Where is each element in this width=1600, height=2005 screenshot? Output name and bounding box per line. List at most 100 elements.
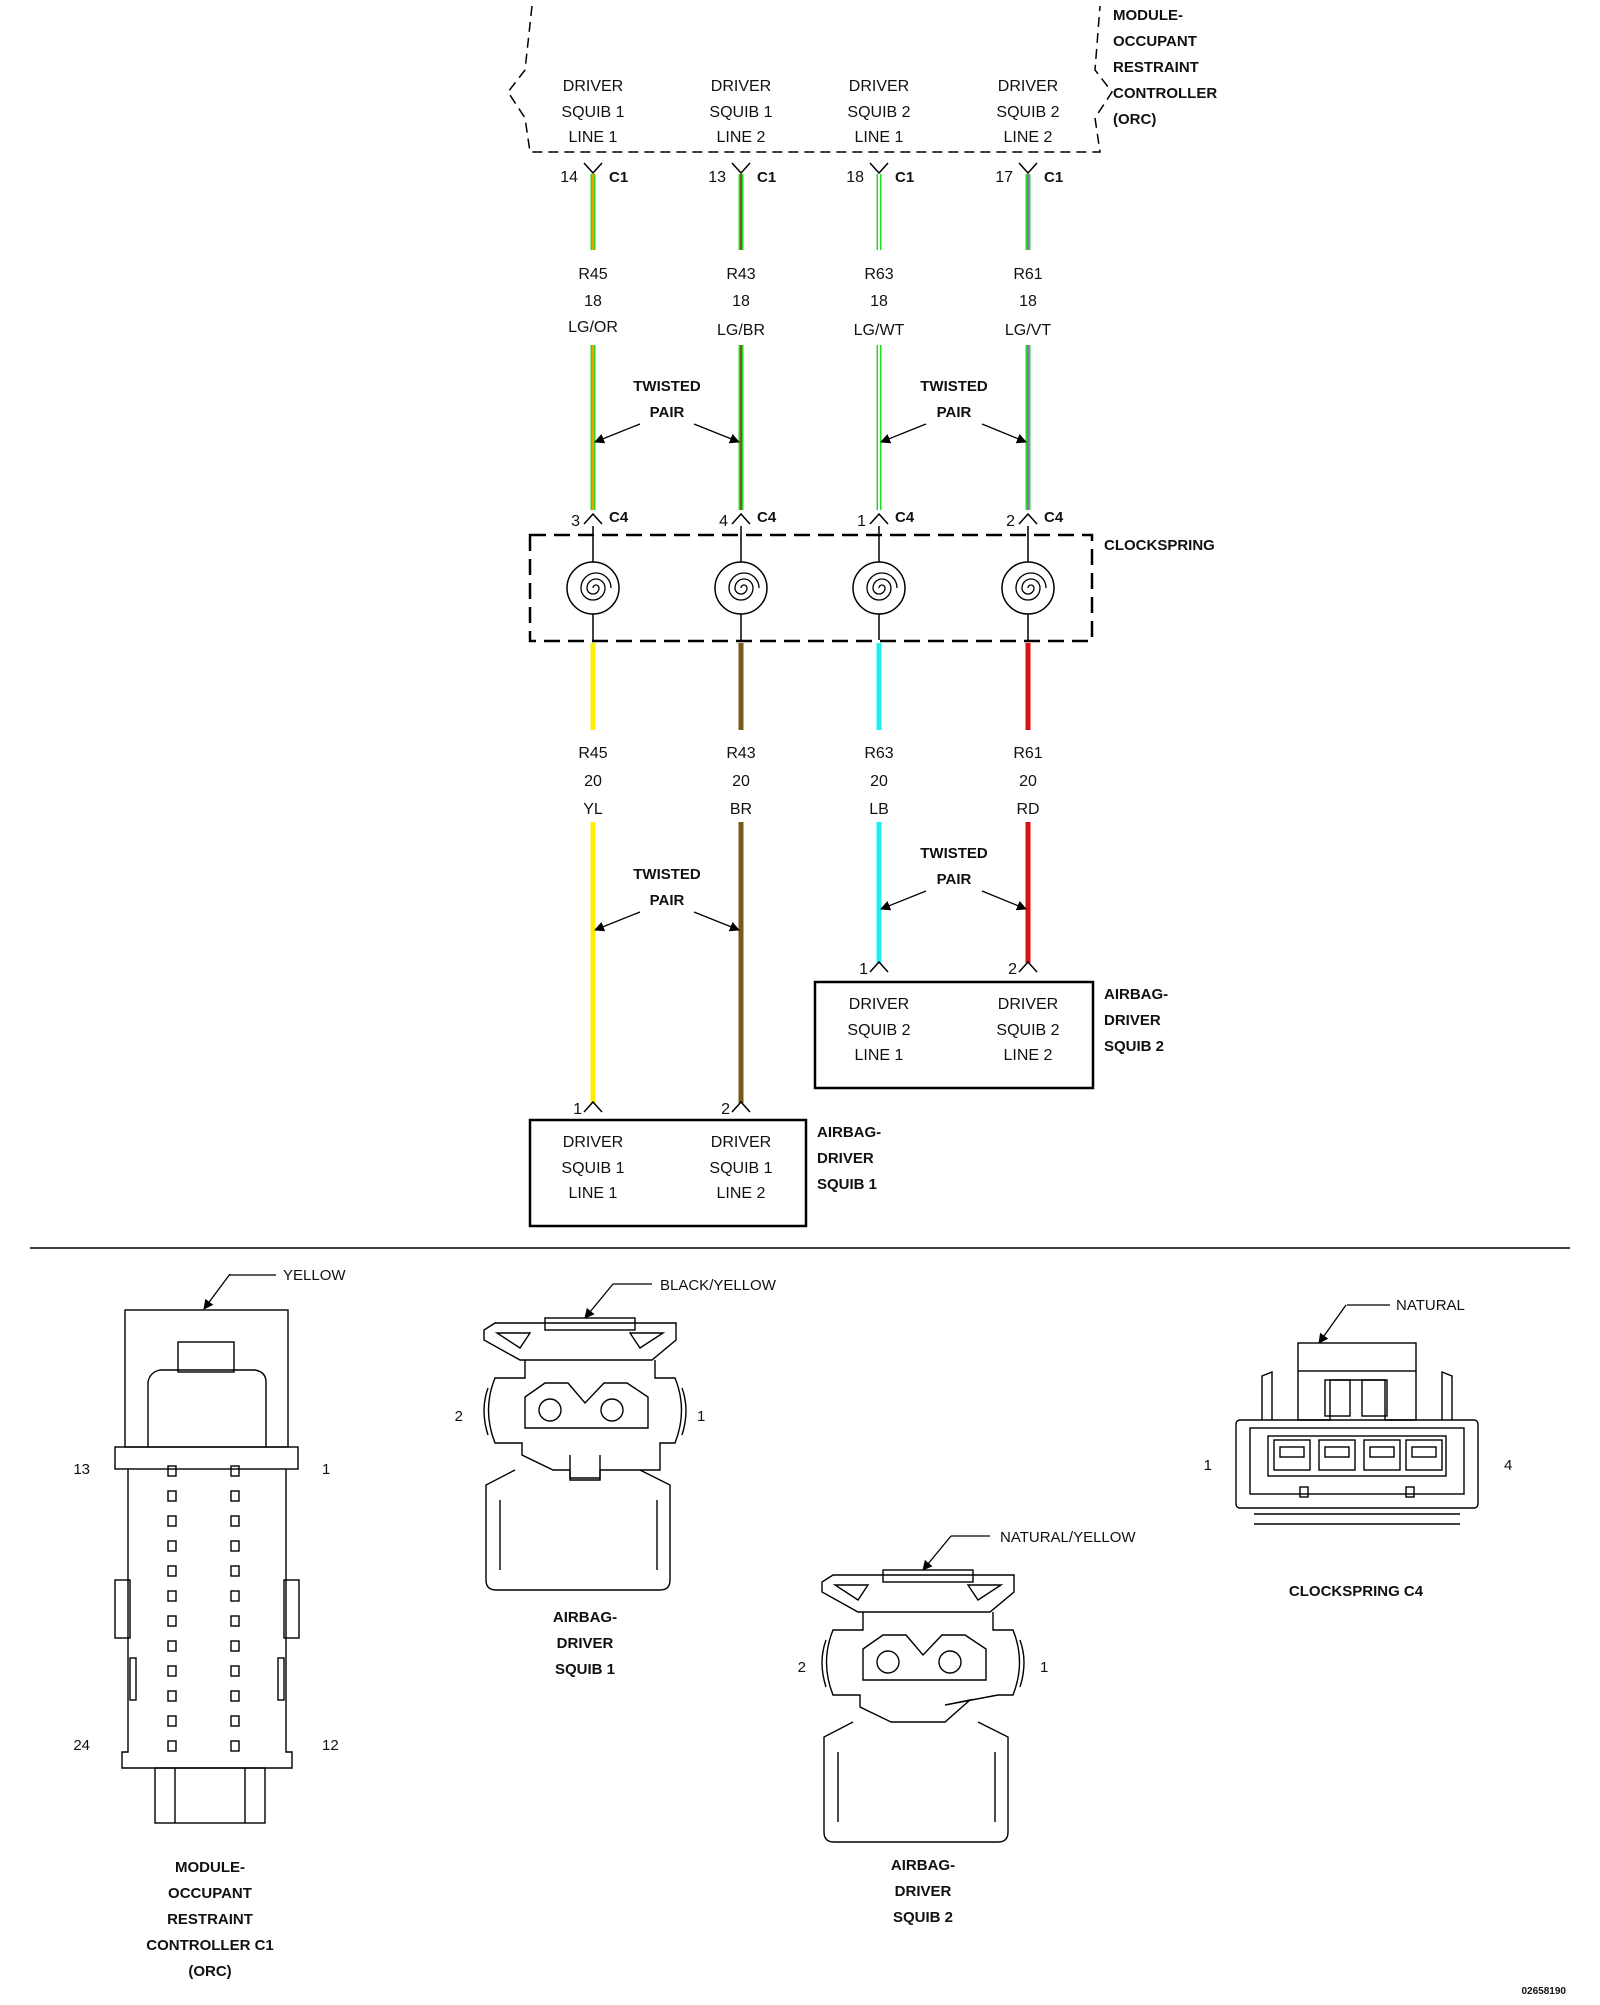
twisted-pair-arrow: [594, 423, 641, 444]
connector-terminal-frame: [1267, 1435, 1447, 1477]
c1-connector-label: C1: [895, 169, 914, 186]
connector-side-rib: [277, 1657, 285, 1701]
twisted-pair-arrow: [880, 423, 927, 444]
c4-pins: 3 C4 4 C4 1 C4 2 C4: [571, 509, 1064, 530]
squib2-pin-number: 1: [859, 961, 868, 978]
orc-c1-caption-line: RESTRAINT: [167, 1911, 253, 1928]
c4-pin: 2 C4: [1006, 509, 1064, 530]
squib2-cell-label: SQUIB 2: [847, 1022, 910, 1039]
connector-cavity: [1363, 1439, 1401, 1471]
connector-top-latch: [1297, 1342, 1417, 1372]
squib2-title-line: DRIVER: [1104, 1012, 1161, 1029]
connector-top-flange: [483, 1322, 677, 1361]
squib2-pin-symbol: [1018, 960, 1038, 973]
c1-pin-symbol: [1018, 162, 1038, 175]
connector-latch: [177, 1341, 235, 1373]
c4-pin-number: 4: [719, 513, 728, 530]
twisted-pair-label: PAIR: [937, 404, 972, 421]
connector-side-rib: [129, 1657, 137, 1701]
c4-pin: 4 C4: [719, 509, 777, 530]
squib1-caption-line: DRIVER: [557, 1635, 614, 1652]
clockspring-c4-caption: CLOCKSPRING C4: [1289, 1583, 1424, 1600]
squib1-title-line: SQUIB 1: [817, 1176, 877, 1193]
c1-pin-number: 18: [846, 169, 864, 186]
color-arrow: [584, 1283, 614, 1319]
twisted-pair-arrow: [981, 423, 1027, 444]
connector-side-post: [1261, 1370, 1273, 1420]
orc-module: MODULE- OCCUPANT RESTRAINT CONTROLLER (O…: [507, 5, 1217, 153]
connector-flange-window: [966, 1584, 1004, 1601]
squib1-cell-label: DRIVER: [563, 1134, 623, 1151]
wire-circuit-label: R43: [726, 745, 755, 762]
wire-gauge-label: 18: [870, 293, 888, 310]
squib1-pin-symbol: [583, 1100, 603, 1113]
connector-latch-body: [147, 1369, 267, 1447]
airbag-driver-squib-2: 1 2 DRIVER SQUIB 2 LINE 1 DRIVER SQUIB 2…: [813, 960, 1168, 1090]
c4-pin-symbol: [731, 512, 751, 525]
connector-cavity: [230, 1540, 240, 1552]
orc-c1-pin-label: 12: [322, 1737, 339, 1754]
wire-circuit-label: R61: [1013, 745, 1042, 762]
coil: [714, 526, 768, 640]
wire-color-label: RD: [1016, 801, 1039, 818]
connector-cavity: [230, 1515, 240, 1527]
connector-cavity: [167, 1665, 177, 1677]
clockspring: CLOCKSPRING: [528, 526, 1215, 643]
squib2-cell-label: DRIVER: [849, 996, 909, 1013]
color-arrow: [922, 1535, 952, 1571]
squib2-caption-line: AIRBAG-: [891, 1857, 955, 1874]
connector-top-flange: [821, 1574, 1015, 1613]
orc-c1-connector-view: [114, 1273, 300, 1824]
c4-connector-label: C4: [1044, 509, 1064, 526]
orc-c1-caption-line: MODULE-: [175, 1859, 245, 1876]
figure-id: 02658190: [1522, 1986, 1567, 1997]
twisted-pair-arrow: [693, 911, 740, 932]
c1-pin-number: 17: [995, 169, 1013, 186]
squib1-caption-line: AIRBAG-: [553, 1609, 617, 1626]
c1-pin-number: 13: [708, 169, 726, 186]
connector-latch-body: [1297, 1371, 1417, 1421]
connector-cavity: [167, 1515, 177, 1527]
connector-top-rib: [882, 1569, 974, 1583]
c4-pin-symbol: [869, 512, 889, 525]
c1-pin: 17 C1: [995, 162, 1063, 186]
connector-lower-body: [485, 1469, 671, 1591]
orc-c1-labels: YELLOW 13 1 24 12 MODULE- OCCUPANT RESTR…: [73, 1267, 346, 1980]
orc-title-line: RESTRAINT: [1113, 59, 1199, 76]
connector-cavity: [230, 1590, 240, 1602]
upper-wires: [590, 174, 1031, 510]
wire-color-label: LG/VT: [1005, 322, 1051, 339]
orc-c1-color-label: YELLOW: [283, 1267, 346, 1284]
c4-pin-symbol: [1018, 512, 1038, 525]
twisted-pair-label: PAIR: [937, 871, 972, 888]
squib2-box: [813, 980, 1095, 1090]
connector-cavity: [167, 1565, 177, 1577]
squib2-pin-symbol: [869, 960, 889, 973]
connector-cavity: [1318, 1439, 1356, 1471]
coil: [852, 526, 906, 640]
connector-flange-window: [628, 1332, 666, 1349]
squib1-pin-label: 2: [455, 1408, 463, 1425]
connector-body: [121, 1469, 293, 1769]
orc-title-line: (ORC): [1113, 111, 1156, 128]
squib1-title-line: AIRBAG-: [817, 1124, 881, 1141]
wire-circuit-label: R63: [864, 266, 893, 283]
connector-side-rib: [681, 1387, 687, 1436]
squib2-pin-label: 2: [798, 1659, 806, 1676]
connector-cavity: [167, 1640, 177, 1652]
c4-connector-label: C4: [609, 509, 629, 526]
twisted-pair-label: TWISTED: [633, 866, 701, 883]
connector-key: [1405, 1486, 1415, 1498]
connector-cavity: [1273, 1439, 1311, 1471]
twisted-pair-lower-left: TWISTED PAIR: [594, 866, 740, 932]
squib1-cell-label: LINE 1: [569, 1185, 618, 1202]
squib1-color-label: BLACK/YELLOW: [660, 1277, 777, 1294]
c4-pin-number: 2: [1006, 513, 1015, 530]
c1-pin: 14 C1: [560, 162, 628, 186]
squib1-cell-label: DRIVER: [711, 1134, 771, 1151]
connector-cavity: [230, 1715, 240, 1727]
squib2-color-label: NATURAL/YELLOW: [1000, 1529, 1136, 1546]
connector-latch-slot: [1361, 1379, 1388, 1417]
wire-color-label: LB: [869, 801, 889, 818]
